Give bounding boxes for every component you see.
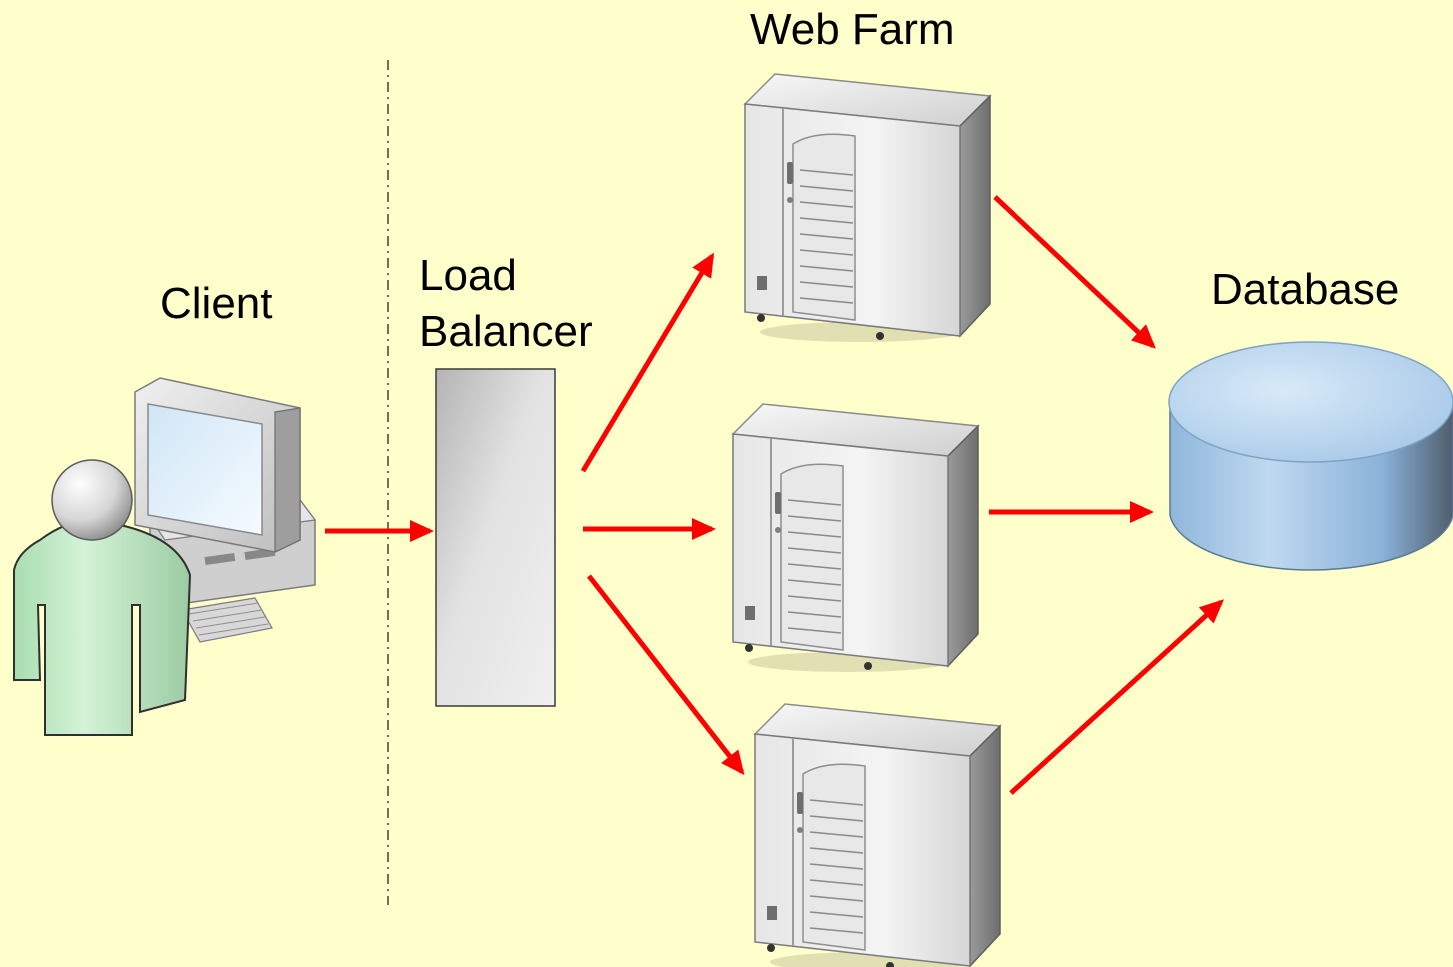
web-farm-label: Web Farm xyxy=(750,5,955,54)
database-icon xyxy=(1168,341,1453,571)
load-balancer-box xyxy=(435,368,556,707)
client-icon xyxy=(13,377,317,736)
person-icon xyxy=(13,459,192,736)
arrow-load-balancer-to-web-server-1 xyxy=(580,252,715,473)
web-server-2 xyxy=(732,403,979,673)
web-server-3 xyxy=(754,703,1001,967)
load-balancer-label: Load Balancer xyxy=(419,248,593,361)
arrow-load-balancer-to-web-server-3 xyxy=(587,574,745,776)
arrow-web-server-1-to-database xyxy=(993,195,1156,349)
database-label: Database xyxy=(1211,265,1400,314)
client-label: Client xyxy=(160,279,273,328)
load-balancer-label-line-1: Load xyxy=(419,251,517,300)
computer-icon xyxy=(134,377,317,643)
load-balancer-label-line-2: Balancer xyxy=(419,307,593,357)
arrow-web-server-3-to-database xyxy=(1009,599,1224,795)
web-server-1 xyxy=(744,73,991,343)
